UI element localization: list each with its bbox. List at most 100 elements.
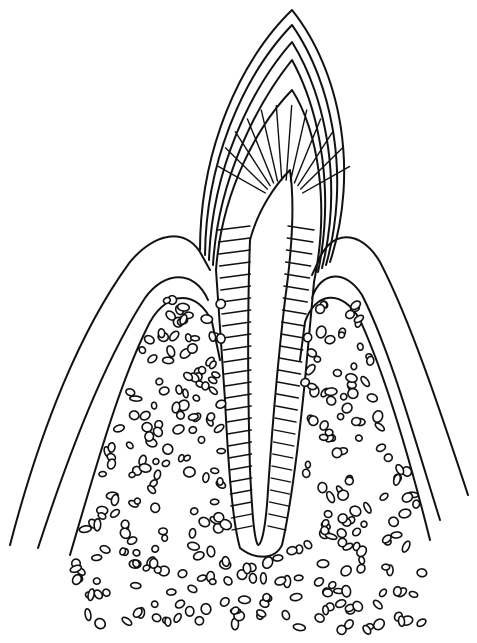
tubule-line	[220, 262, 251, 266]
bone-cell	[357, 343, 364, 351]
tubule-line	[298, 132, 333, 186]
bone-cell	[398, 508, 411, 519]
tubule-line	[229, 466, 251, 470]
bone-cell	[129, 410, 140, 420]
bone-cell	[378, 588, 388, 598]
tubule-line	[277, 394, 299, 398]
bone-cell	[94, 519, 101, 531]
bone-cell	[197, 516, 211, 529]
bone-cell	[182, 389, 189, 398]
tubule-line	[227, 418, 251, 422]
bone-cell	[393, 586, 402, 596]
tubule-line	[278, 382, 300, 386]
bone-cell	[150, 600, 159, 608]
bone-cell	[145, 431, 154, 441]
bone-cell	[151, 613, 162, 623]
bone-cell	[87, 588, 95, 601]
tubule-line	[223, 334, 251, 338]
tubule-line	[274, 442, 294, 446]
bone-cell	[213, 423, 225, 434]
tubule-line	[274, 430, 295, 434]
bone-cell	[155, 377, 164, 386]
bone-cell	[387, 515, 400, 528]
bone-cell	[190, 507, 199, 516]
bone-cell	[294, 575, 303, 581]
bone-cell	[324, 510, 333, 518]
tubule-line	[261, 110, 277, 181]
bone-cell	[159, 386, 170, 396]
bone-cell	[351, 527, 362, 538]
bone-cell	[392, 474, 401, 486]
bone-cell	[409, 591, 419, 599]
tubule-line	[269, 514, 287, 518]
bone-cell	[173, 612, 183, 623]
bone-cell	[187, 541, 200, 551]
bone-cell	[192, 550, 205, 561]
bone-cell	[79, 525, 92, 533]
bone-cell	[159, 528, 168, 535]
bone-cell	[325, 388, 337, 396]
bone-cell	[99, 544, 111, 554]
bone-cell	[217, 449, 225, 454]
bone-cell	[340, 401, 354, 415]
bone-cell	[172, 423, 186, 435]
bone-cell	[143, 334, 155, 345]
bone-cell	[412, 500, 420, 509]
bone-cell	[151, 544, 160, 553]
bone-cell	[198, 436, 205, 443]
tubule-line	[270, 502, 289, 506]
bone-cell	[121, 616, 133, 627]
bone-cell	[91, 554, 102, 561]
tubule-line	[220, 274, 250, 278]
tubule-line	[272, 466, 292, 470]
bone-cell	[313, 576, 325, 588]
bone-cell	[318, 482, 328, 493]
tubule-line	[278, 370, 300, 374]
bone-cell	[293, 623, 306, 631]
tubule-line	[235, 132, 270, 186]
bone-cell	[315, 325, 327, 339]
bone-cell	[260, 573, 266, 584]
bone-cell	[290, 593, 303, 602]
bone-cell	[108, 443, 116, 453]
bone-cell	[401, 540, 412, 553]
bone-cell	[128, 472, 135, 479]
bone-cell	[286, 546, 297, 556]
bone-cell	[249, 573, 257, 583]
bone-cell	[417, 568, 428, 577]
bone-cell	[93, 616, 107, 630]
bone-cell	[165, 617, 171, 626]
bone-cell	[391, 532, 402, 539]
bone-cell	[216, 333, 226, 344]
tubule-line	[279, 358, 301, 362]
tubule-line	[276, 106, 281, 181]
bone-cell	[152, 457, 160, 465]
tubule-line	[275, 418, 296, 422]
tubule-line	[219, 238, 251, 242]
tubule-line	[228, 430, 252, 434]
bone-cell	[197, 574, 207, 582]
tubule-line	[221, 298, 250, 302]
bone-cell	[175, 385, 182, 395]
bone-cell	[383, 453, 393, 463]
bone-cell	[174, 599, 186, 610]
tubule-line	[222, 322, 250, 326]
bone-cell	[303, 539, 314, 550]
bone-cell	[313, 355, 321, 362]
bone-cell	[362, 501, 372, 514]
bone-cell	[398, 616, 405, 627]
bone-cell	[345, 477, 354, 486]
enamel-layer-3	[209, 42, 331, 268]
bone-cell	[281, 609, 291, 620]
bone-cell	[333, 369, 342, 377]
bone-cell	[215, 298, 227, 309]
bone-cell	[323, 589, 333, 597]
bone-cell	[372, 599, 384, 611]
tubule-line	[286, 106, 291, 181]
bone-cell	[139, 410, 152, 422]
bone-cell	[168, 330, 181, 343]
bone-cell	[162, 357, 173, 364]
bone-cell	[189, 528, 196, 538]
bone-cell	[372, 617, 387, 632]
